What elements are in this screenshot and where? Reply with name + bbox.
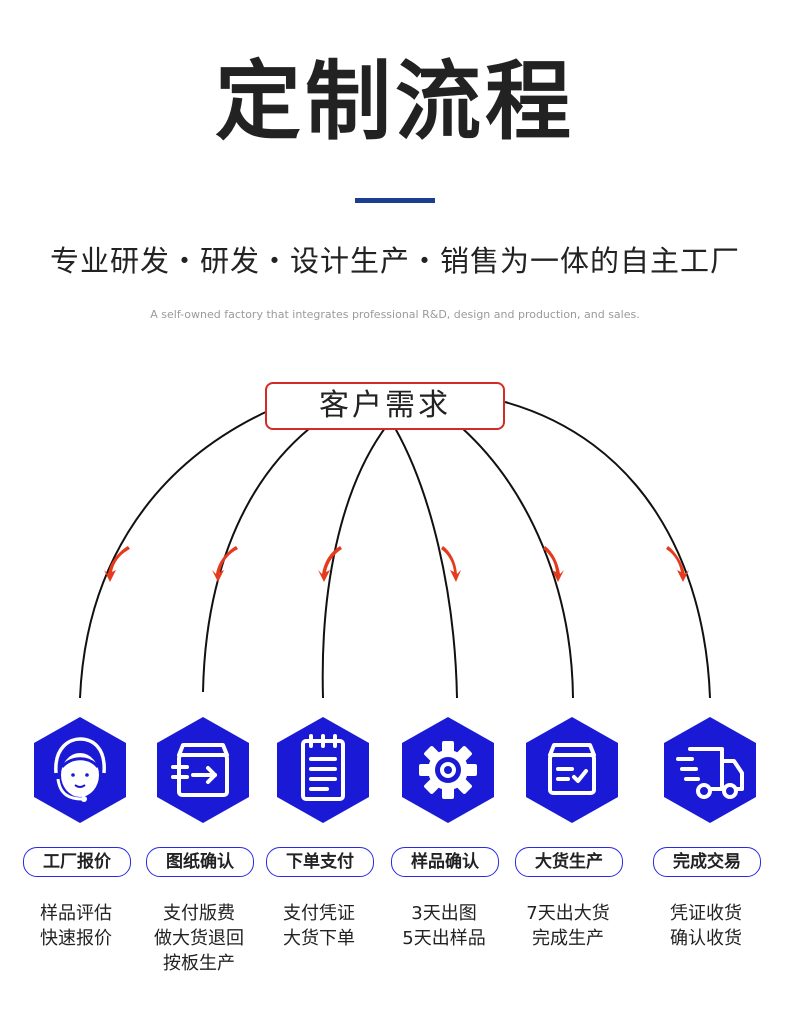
step-label: 下单支付 xyxy=(266,847,374,877)
customer-demand-box: 客户需求 xyxy=(265,382,505,430)
flow-arrow-2 xyxy=(212,546,238,582)
step-description: 支付版费做大货退回按板生产 xyxy=(154,903,244,974)
flow-arrow-5 xyxy=(543,546,564,582)
step-label: 大货生产 xyxy=(515,847,623,877)
flow-curve-6 xyxy=(504,401,711,699)
flow-arrow-1 xyxy=(104,546,130,582)
step-label: 工厂报价 xyxy=(23,847,131,877)
flow-arrow-3 xyxy=(318,546,342,582)
flow-curve-1 xyxy=(79,409,271,699)
page-title: 定制流程 xyxy=(215,52,575,152)
page-subtitle: 专业研发・研发・设计生产・销售为一体的自主工厂 xyxy=(49,244,740,278)
flow-curve-4 xyxy=(394,427,458,699)
step-label: 完成交易 xyxy=(653,847,761,877)
step-label: 样品确认 xyxy=(391,847,499,877)
flow-curve-3 xyxy=(321,427,386,699)
box-arrow-icon xyxy=(157,717,249,823)
step-label: 图纸确认 xyxy=(146,847,254,877)
customer-service-icon xyxy=(34,717,126,823)
page-subtitle-english: A self-owned factory that integrates pro… xyxy=(150,308,640,321)
notepad-icon xyxy=(277,717,369,823)
box-check-icon xyxy=(526,717,618,823)
title-underline xyxy=(355,198,435,203)
step-description: 样品评估快速报价 xyxy=(40,903,112,949)
gear-icon xyxy=(402,717,494,823)
flow-curve-5 xyxy=(461,427,574,699)
flow-curve-2 xyxy=(202,427,311,693)
flow-arrow-4 xyxy=(441,546,461,582)
step-description: 凭证收货确认收货 xyxy=(670,903,742,949)
delivery-truck-icon xyxy=(664,717,756,823)
step-description: 支付凭证大货下单 xyxy=(283,903,355,949)
flow-arrow-6 xyxy=(666,546,689,582)
step-description: 7天出大货完成生产 xyxy=(526,903,610,949)
